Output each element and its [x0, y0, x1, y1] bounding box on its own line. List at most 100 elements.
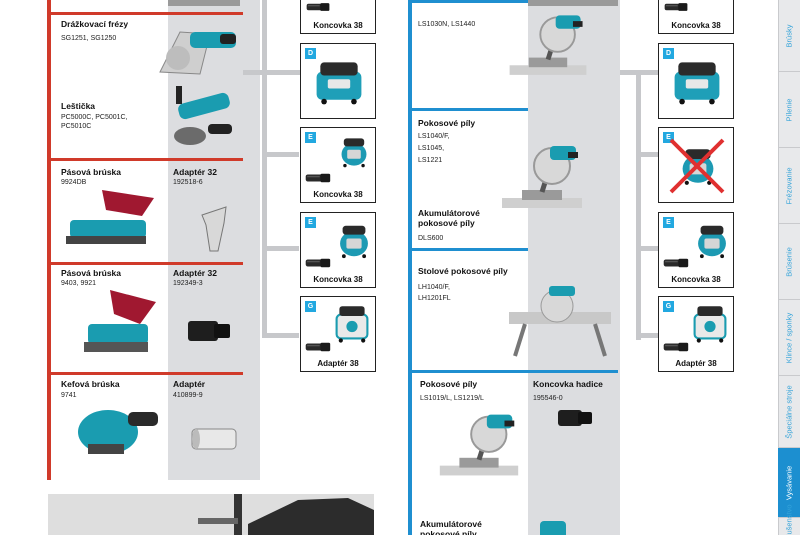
connector-line: [636, 246, 658, 251]
table-saw-image: [505, 282, 615, 358]
sidebar-item-vysavanie[interactable]: Vysávanie: [778, 448, 800, 518]
hose-end-icon: [663, 257, 691, 269]
hose-end-icon: [306, 1, 332, 13]
sidebar-item-frezovanie[interactable]: Frézovanie: [778, 148, 800, 224]
card-label: Adaptér 38: [317, 359, 359, 368]
vacuum-icon: [669, 58, 725, 106]
sidebar-item-prislusenstvo[interactable]: Príslušenstvo: [778, 504, 800, 535]
connector-line: [267, 333, 299, 338]
accessory-card[interactable]: G Adaptér 38: [658, 296, 734, 372]
adapter-image: [556, 407, 594, 429]
category-tag: G: [305, 301, 316, 312]
divider-top: [47, 12, 243, 15]
product-models-line3: LS1221: [418, 157, 443, 164]
accessory-card-not-compatible[interactable]: E: [658, 127, 734, 203]
accessory-card[interactable]: Koncovka 38: [300, 0, 376, 34]
accessory-card[interactable]: E Koncovka 38: [658, 212, 734, 288]
sidebar-item-pilenie[interactable]: Pílenie: [778, 72, 800, 148]
card-label: Koncovka 38: [671, 21, 721, 30]
card-label: Adaptér 38: [675, 359, 717, 368]
vacuum-icon: [689, 301, 731, 345]
vacuum-icon: [331, 301, 373, 345]
adapter-title: Adaptér: [173, 379, 206, 389]
accessory-card[interactable]: D: [658, 43, 734, 119]
belt-sander-image: [62, 186, 162, 250]
adapter-code: 410899-9: [173, 392, 203, 399]
adapter-title: Koncovka hadice: [533, 379, 603, 389]
accessory-card[interactable]: E Koncovka 38: [300, 212, 376, 288]
adapter-code: 192518-6: [173, 179, 203, 186]
sidebar-item-label: Pílenie: [784, 98, 794, 121]
sidebar-item-label: Frézovanie: [784, 166, 794, 205]
product-models-line1: LS1040/F,: [418, 133, 450, 140]
connector-line: [620, 70, 662, 75]
hose-end-icon: [305, 341, 333, 353]
adapter-image: [198, 205, 230, 253]
wall-chaser-image: [140, 22, 240, 78]
polisher-image: [168, 78, 240, 154]
card-label: Koncovka 38: [671, 275, 721, 284]
divider-3: [47, 262, 243, 265]
left-red-bar: [47, 0, 51, 480]
sidebar-item-brusenie[interactable]: Brúsenie: [778, 224, 800, 300]
product-models-line2: LH1201FL: [418, 295, 451, 302]
divider-2: [47, 158, 243, 161]
product-name: Pásová brúska: [61, 167, 122, 177]
hose-end-icon: [664, 1, 690, 13]
right-grey-panel: [528, 0, 620, 535]
product-name: Kefová brúska: [61, 379, 120, 389]
connector-line: [636, 70, 641, 340]
accessory-card[interactable]: Koncovka 38: [658, 0, 734, 34]
connector-line: [243, 70, 303, 75]
accessory-card[interactable]: D: [300, 43, 376, 119]
miter-saw-image: [430, 398, 528, 498]
sidebar-item-specialne[interactable]: Špeciálne stroje: [778, 376, 800, 448]
divider-top: [408, 0, 528, 3]
sidebar-item-klince[interactable]: Klince / sponky: [778, 300, 800, 376]
adapter-code: 195546-0: [533, 395, 563, 402]
product-models-line2: PC5010C: [61, 123, 92, 130]
sidebar-item-brusky[interactable]: Brúsky: [778, 0, 800, 72]
product-models: SG1251, SG1250: [61, 35, 117, 42]
product-models: 9741: [61, 392, 77, 399]
hose-end-icon: [663, 341, 691, 353]
product-name: Pokosové píly: [420, 379, 478, 389]
product-models-line1: PC5000C, PC5001C,: [61, 114, 128, 121]
category-tag: D: [305, 48, 316, 59]
product-models: 9924DB: [61, 179, 87, 186]
miter-saw-image: [500, 4, 596, 92]
adapter-title: Adaptér 32: [173, 268, 217, 278]
connector-line: [636, 152, 658, 157]
product-name: Drážkovací frézy: [61, 19, 129, 29]
right-top-accent: [528, 0, 618, 6]
product-models: LS1019/L, LS1219/L: [420, 395, 484, 402]
vacuum-icon: [311, 58, 367, 106]
accessory-card[interactable]: E Koncovka 38: [300, 127, 376, 203]
sidebar-item-label: Vysávanie: [784, 465, 794, 500]
connector-line: [262, 0, 267, 338]
product-name: Leštička: [61, 101, 96, 111]
vacuum-icon: [335, 219, 373, 263]
sidebar-item-label: Brúsky: [784, 24, 794, 47]
divider-2: [408, 108, 528, 111]
sidebar-item-label: Špeciálne stroje: [784, 384, 794, 439]
accessory-card[interactable]: G Adaptér 38: [300, 296, 376, 372]
adapter-image: [186, 318, 232, 344]
adapter-image: [190, 426, 238, 452]
divider-3: [408, 248, 528, 251]
category-tag: E: [305, 217, 316, 228]
divider-4: [47, 372, 243, 375]
category-tag: E: [663, 132, 674, 143]
product-models-line2: LS1045,: [418, 145, 445, 152]
adapter-code: 192349-3: [173, 280, 203, 287]
divider-4: [408, 370, 618, 373]
product-photo: [48, 494, 374, 535]
product-models: 9403, 9921: [61, 280, 97, 287]
sidebar-item-label: Klince / sponky: [784, 312, 794, 363]
card-label: Koncovka 38: [313, 190, 363, 199]
vacuum-icon: [693, 219, 731, 263]
product-models: DLS600: [418, 235, 444, 242]
product-name: Akumulátorové pokosové píly: [420, 519, 482, 535]
right-blue-bar: [408, 0, 412, 535]
tool-partial-image: [540, 521, 566, 535]
